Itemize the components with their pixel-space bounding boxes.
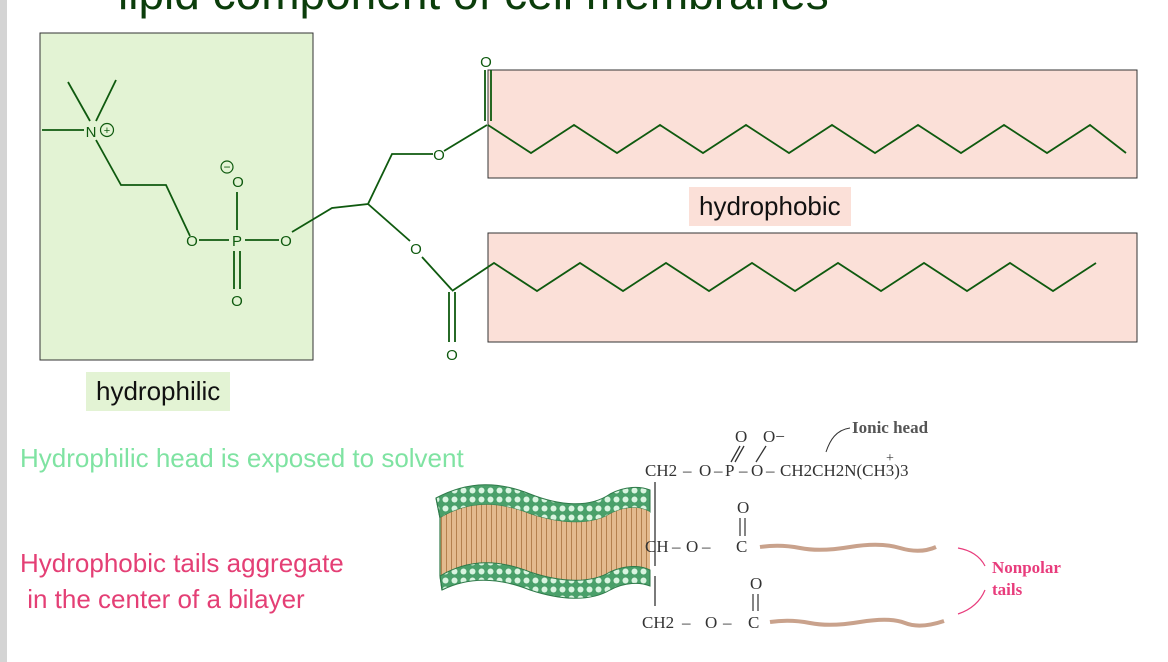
oxygen-atom: O [186,233,198,250]
positive-charge-icon [99,122,115,138]
fatty-acid-tail-top [487,123,1127,155]
slide-title: lipid component of cell membranes [118,0,829,20]
negative-charge-sign: − [223,160,230,174]
inset-tail-top [759,542,937,553]
inset-plus-sign: + [886,451,894,466]
inset-head-group: CH2CH2N(CH3)3 [780,461,908,480]
inset-oxygen: O [686,537,698,556]
oxygen-atom: O [480,54,492,71]
inset-double-bond-oxygen: O [735,427,747,446]
hydrophobic-box-top [487,69,1138,179]
inset-carbon: C [748,613,759,632]
nonpolar-bracket-arrow-top [957,547,986,567]
inset-ch: CH [645,537,669,556]
hydrophobic-label: hydrophobic [689,187,851,226]
phospholipid-inset-formula: CH2 – O – P – O – CH2CH2N(CH3)3 + O O− I… [642,418,1061,632]
inset-dash: – [738,461,748,480]
inset-oxygen: O [699,461,711,480]
phosphorus-atom: P [232,233,242,250]
inset-dash: – [765,461,775,480]
oxygen-atom: O [446,347,458,364]
inset-phosphorus: P [725,461,734,480]
nonpolar-label: Nonpolar [992,558,1061,577]
inset-ch2-bottom: CH2 [642,613,674,632]
hydrophilic-head-note: Hydrophilic head is exposed to solvent [20,443,464,473]
lipid-bilayer-illustration [435,484,651,599]
positive-charge-sign: + [104,125,110,137]
inset-carbon: C [736,537,747,556]
hydrophilic-label: hydrophilic [86,372,231,411]
oxygen-atom: O [232,174,244,191]
inset-tail-bottom [769,617,945,628]
hydrophobic-box-bottom [487,232,1138,343]
phospholipid-structure [42,70,1127,342]
inset-carbonyl-oxygen: O [737,498,749,517]
hydrophobic-tails-note-line2: in the center of a bilayer [20,584,305,614]
oxygen-atom: O [280,233,292,250]
inset-dash: – [671,537,681,556]
negative-charge-icon [220,160,234,174]
fatty-acid-tail-bottom [451,261,1097,293]
inset-oxygen: O [705,613,717,632]
oxygen-atom: O [410,241,422,258]
inset-carbonyl-oxygen: O [750,574,762,593]
nonpolar-tails-label: tails [992,580,1023,599]
hydrophobic-tails-note: Hydrophobic tails aggregate in the cente… [20,545,344,617]
inset-dash: – [701,537,711,556]
inset-ch2-top: CH2 [645,461,677,480]
inset-oxygen-minus: O− [763,427,785,446]
hydrophobic-tails-note-line1: Hydrophobic tails aggregate [20,548,344,578]
inset-oxygen: O [751,461,763,480]
oxygen-atom: O [231,293,243,310]
inset-dash: – [682,461,692,480]
slide-edge-bar [0,0,7,662]
hydrophilic-box [39,32,314,361]
inset-dash: – [681,613,691,632]
oxygen-atom: O [433,147,445,164]
atom-labels: N + O P O O − O O O O O [86,54,492,364]
nonpolar-bracket-arrow-bottom [957,589,986,615]
inset-ionic-head-label: Ionic head [852,418,929,437]
nitrogen-atom: N [86,124,97,141]
inset-dash: – [713,461,723,480]
inset-dash: – [722,613,732,632]
